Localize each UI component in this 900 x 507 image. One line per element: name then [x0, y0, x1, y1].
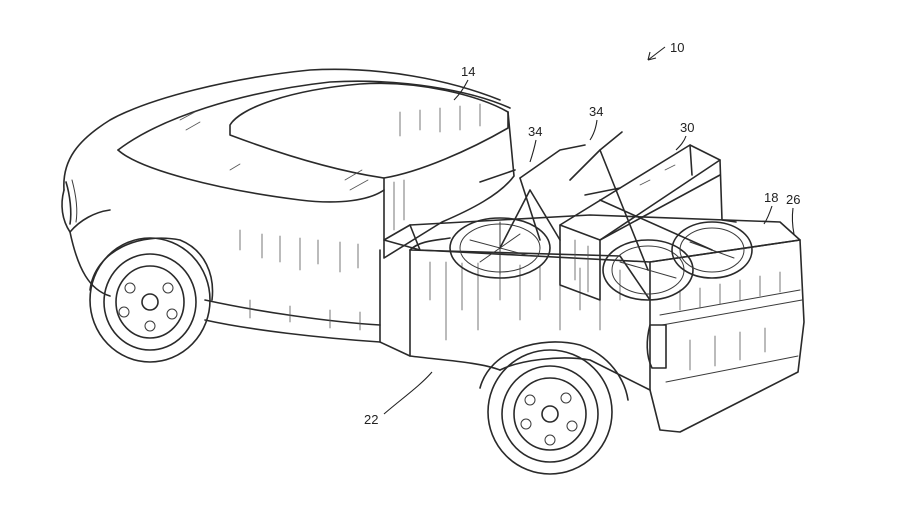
leader-side-panel	[384, 372, 432, 414]
leader-tailgate	[792, 208, 794, 234]
label-vehicle: 10	[670, 40, 684, 55]
leader-cab	[454, 80, 468, 100]
label-cargo-bed: 18	[764, 190, 778, 205]
label-rack: 30	[680, 120, 694, 135]
leader-vehicle	[648, 47, 665, 60]
leader-bicycle-b	[590, 120, 597, 140]
label-bicycle-a: 34	[528, 124, 542, 139]
front-wheel	[90, 238, 210, 362]
rear-wheel	[488, 350, 612, 474]
label-cab: 14	[461, 64, 475, 79]
leader-bicycle-a	[530, 140, 536, 162]
label-bicycle-b: 34	[589, 104, 603, 119]
label-side-panel: 22	[364, 412, 378, 427]
label-tailgate: 26	[786, 192, 800, 207]
